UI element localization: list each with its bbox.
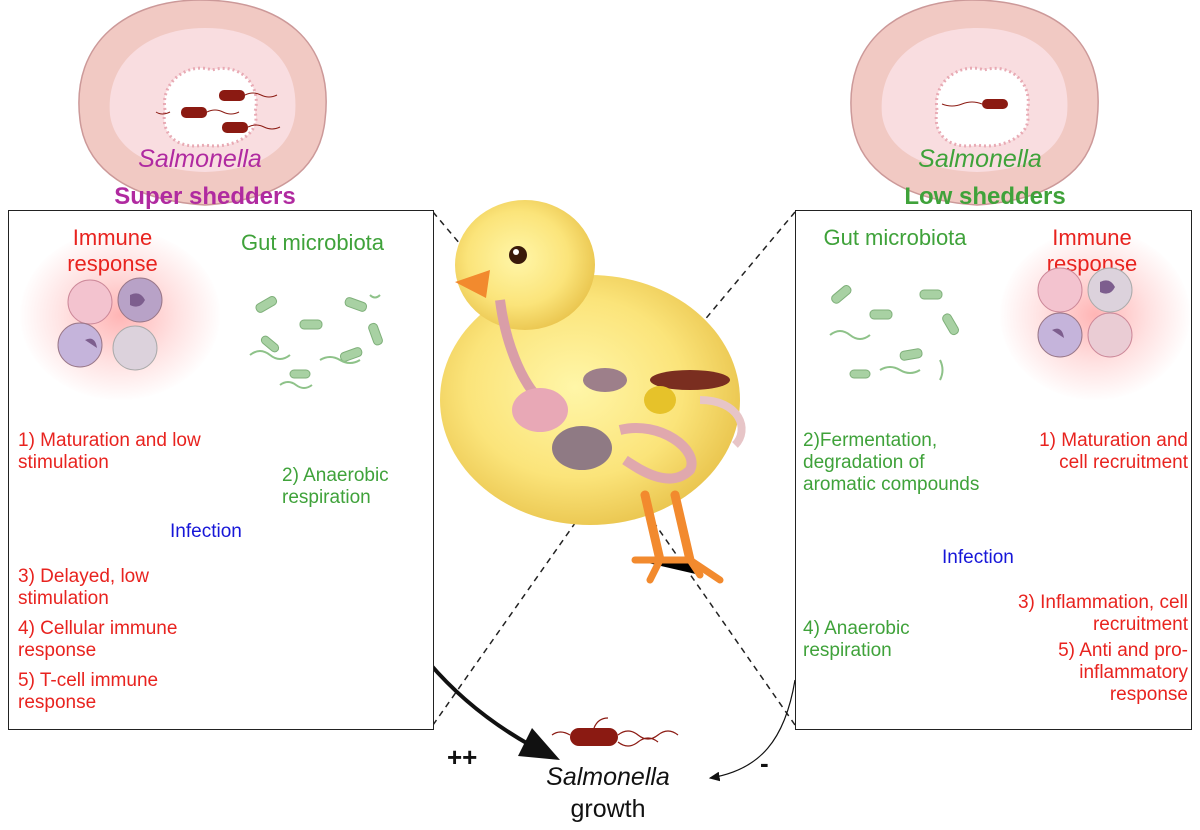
super-shedder-intestine [78,0,327,206]
plus-sign: ++ [447,742,478,772]
minus-sign: - [760,748,769,778]
low-shedder-genus: Salmonella [918,145,1042,173]
right-infection-label: Infection [942,547,1014,568]
super-shedder-panel [8,210,434,730]
left-immune-header: Immune response [67,225,158,276]
super-shedder-genus: Salmonella [138,145,262,173]
low-shedder-intestine [850,0,1099,206]
left-microbiota-header: Gut microbiota [240,230,385,255]
left-item-2: 2) Anaerobic respiration [282,465,389,508]
immune-glow-right [1000,230,1190,400]
left-infection-label: Infection [170,521,242,542]
left-bacteria-cluster [155,90,281,133]
growth-genus: Salmonella [546,763,670,791]
right-item-4: 4) Anaerobic respiration [803,618,910,661]
left-item-1: 1) Maturation and low stimulation [18,430,201,473]
growth-label: growth [570,795,646,823]
low-shedder-title: Low shedders [904,183,1066,210]
left-item-3: 3) Delayed, low stimulation [18,566,149,609]
immune-glow-left [20,230,220,400]
left-item-5: 5) T-cell immune response [18,670,159,713]
right-microbiota-header: Gut microbiota [823,225,967,250]
salmonella-bacterium [551,717,679,747]
super-shedder-title: Super shedders [114,183,296,210]
right-item-5: 5) Anti and pro-inflammatory response [1058,640,1188,705]
right-item-1: 1) Maturation and cell recruitment [1039,430,1188,473]
right-item-2: 2)Fermentation, degradation of aromatic … [803,430,980,495]
right-item-3: 3) Inflammation, cell recruitment [1017,592,1188,635]
chick-illustration [440,200,746,584]
left-item-4: 4) Cellular immune response [18,618,178,661]
